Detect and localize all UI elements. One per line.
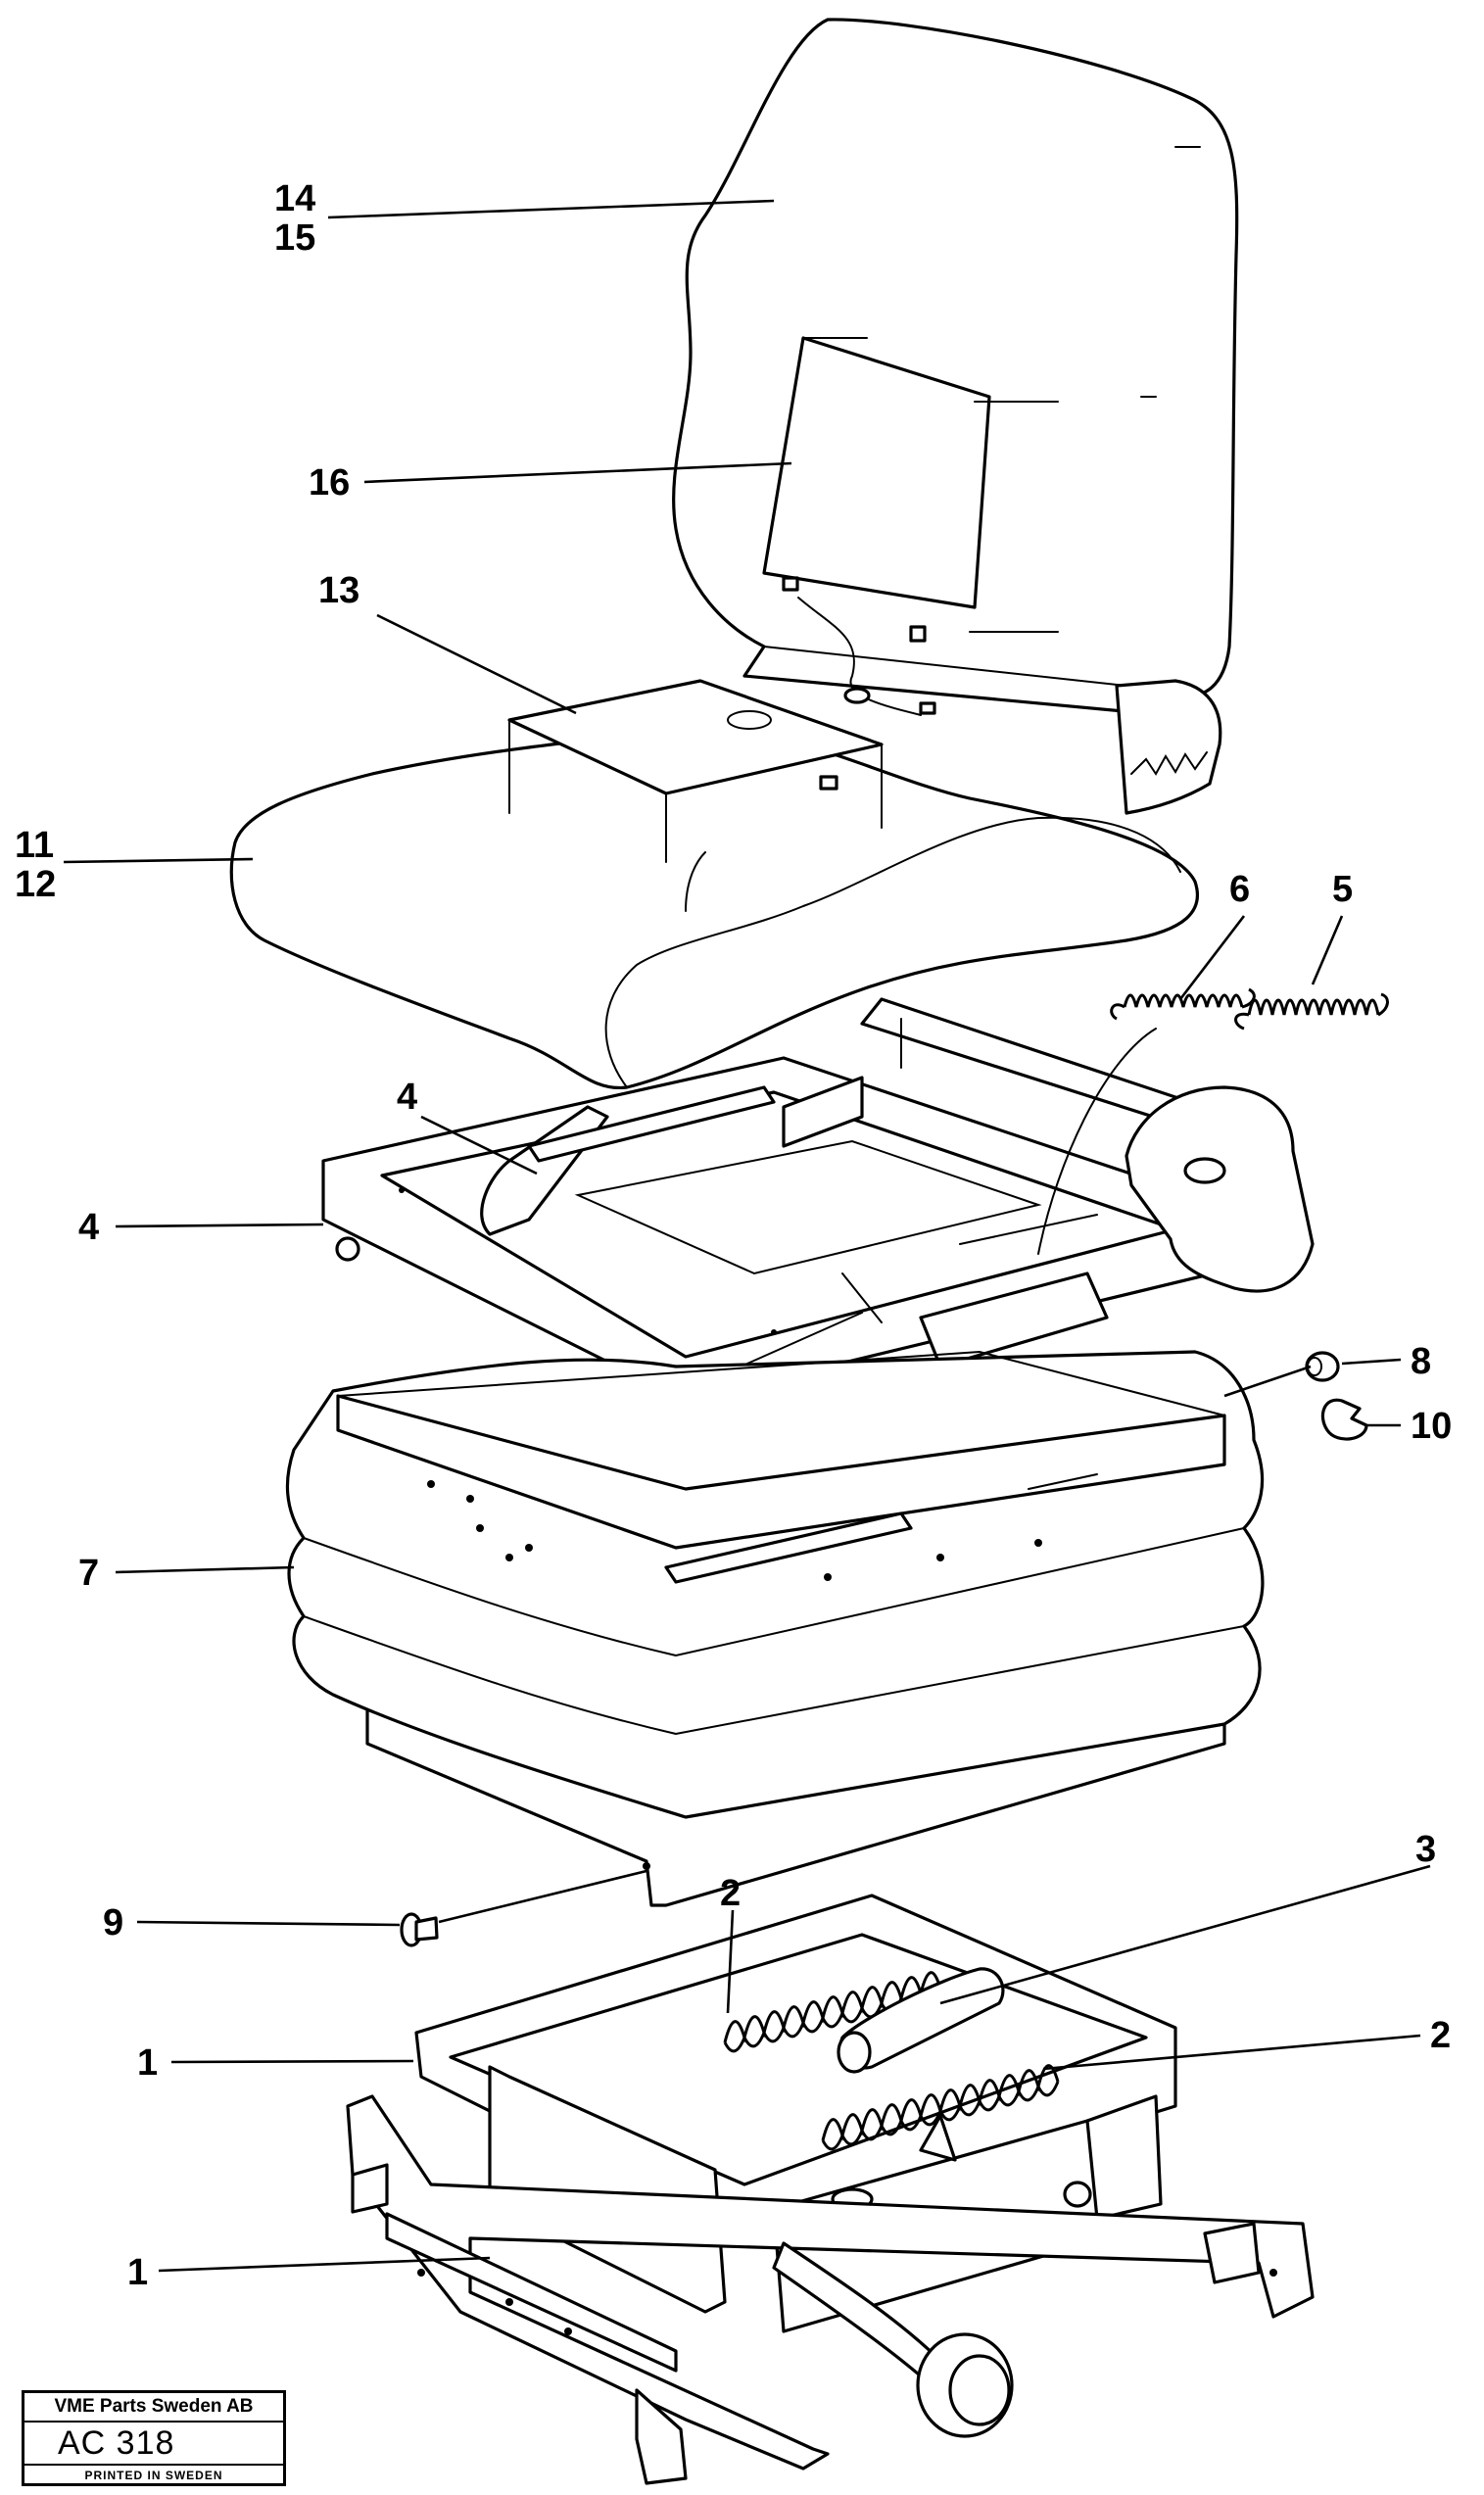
lumbar-pad <box>762 336 1059 716</box>
callout-2-upper: 2 <box>720 1873 741 1914</box>
callout-4-left: 4 <box>78 1207 99 1248</box>
clip-10 <box>1320 1398 1368 1441</box>
knob-8 <box>1305 1351 1340 1382</box>
callout-5: 5 <box>1332 869 1353 910</box>
callout-1-upper: 1 <box>137 2042 158 2084</box>
adjustment-knob <box>772 2241 1014 2438</box>
drawing-code: AC 318 <box>24 2423 283 2466</box>
callout-7: 7 <box>78 1553 99 1594</box>
seat-cushion <box>229 679 1200 1090</box>
callout-8: 8 <box>1411 1341 1431 1382</box>
spring-6 <box>1110 987 1256 1021</box>
callout-1-lower: 1 <box>127 2252 148 2293</box>
callout-3: 3 <box>1415 1829 1436 1870</box>
callout-13: 13 <box>318 570 359 611</box>
callout-2-right: 2 <box>1430 2015 1451 2056</box>
company-name: VME Parts Sweden AB <box>24 2393 283 2423</box>
callout-9: 9 <box>103 1902 123 1943</box>
callout-10: 10 <box>1411 1406 1452 1447</box>
leader-lines <box>63 199 1431 2273</box>
slide-rails <box>346 2094 1315 2485</box>
pin-9 <box>400 1912 439 1947</box>
spring-5 <box>1234 992 1389 1031</box>
callout-6: 6 <box>1229 869 1250 910</box>
callout-16: 16 <box>309 462 350 504</box>
callout-4-upper: 4 <box>397 1077 417 1118</box>
callout-12: 12 <box>15 864 56 905</box>
callout-15: 15 <box>274 217 315 259</box>
adjuster-handle <box>1037 1028 1315 1293</box>
seat-frame <box>321 997 1256 1403</box>
callout-labels: 14 15 16 13 11 12 6 5 4 4 8 10 7 3 2 9 2… <box>15 178 1452 2293</box>
shock-absorber-3 <box>837 1967 1005 2074</box>
title-block: VME Parts Sweden AB AC 318 PRINTED IN SW… <box>22 2390 286 2486</box>
suspension-bellows <box>285 1350 1265 1907</box>
callout-11: 11 <box>15 825 54 866</box>
callout-14: 14 <box>274 178 315 219</box>
printed-note: PRINTED IN SWEDEN <box>84 2469 223 2482</box>
